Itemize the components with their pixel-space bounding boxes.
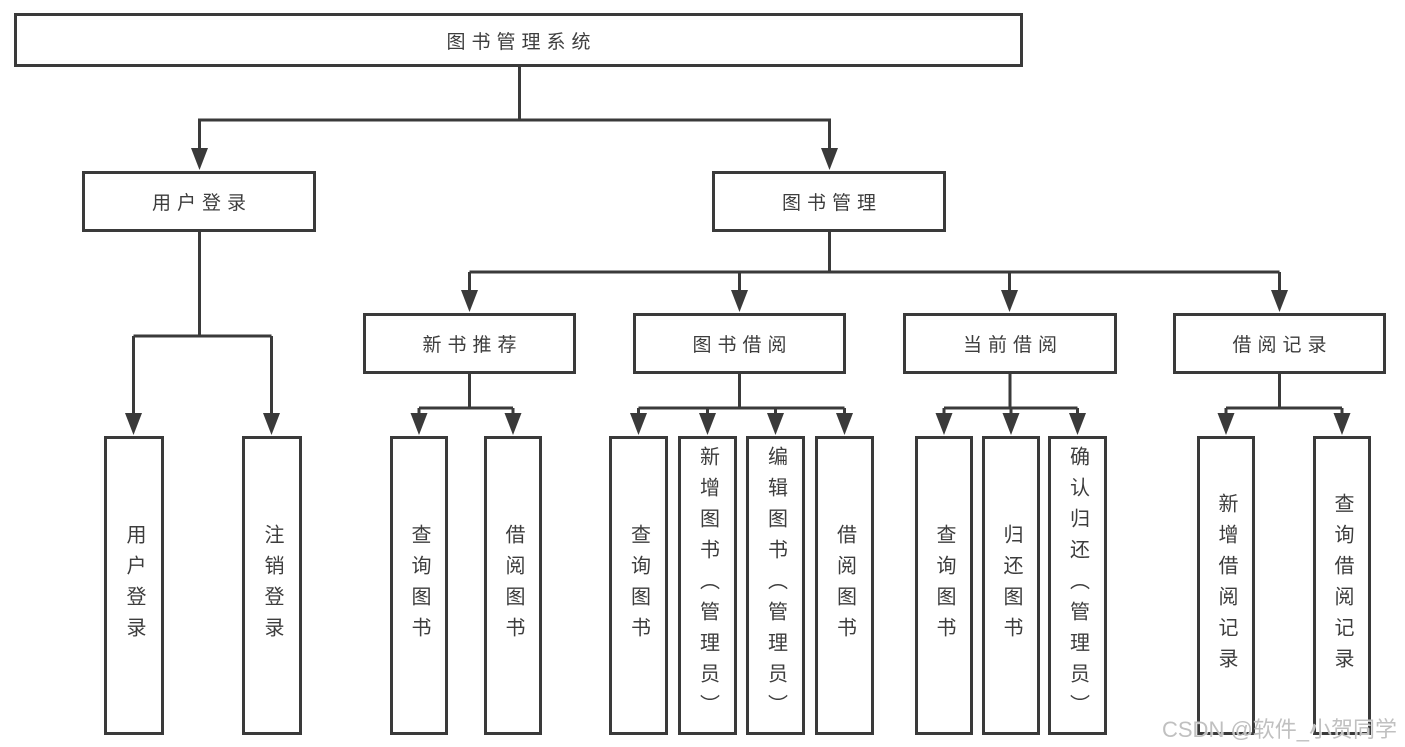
leaf-query-books-recommend: 查询图书: [390, 436, 448, 735]
leaf-label: 新增借阅记录: [1215, 492, 1237, 679]
leaf-return-books: 归还图书: [982, 436, 1040, 735]
node-book-borrowing: 图书借阅: [633, 313, 846, 374]
arrowhead: [821, 148, 838, 170]
arrowhead: [1069, 413, 1086, 435]
leaf-label: 用户登录: [123, 523, 145, 648]
arrowhead: [836, 413, 853, 435]
arrowhead: [263, 413, 280, 435]
arrowhead: [630, 413, 647, 435]
arrowhead: [191, 148, 208, 170]
leaf-edit-books-admin: 编辑图书（管理员）: [746, 436, 805, 735]
node-label: 图书管理: [781, 193, 882, 214]
leaf-label: 借阅图书: [502, 523, 524, 648]
leaf-add-borrow-record: 新增借阅记录: [1197, 436, 1255, 735]
arrowhead: [1002, 413, 1020, 435]
node-label: 图书借阅: [692, 335, 793, 356]
leaf-label: 查询图书: [933, 523, 955, 648]
arrowhead: [1333, 413, 1351, 435]
arrowhead: [1001, 290, 1018, 312]
leaf-label: 编辑图书（管理员）: [764, 446, 787, 725]
arrowhead: [410, 413, 428, 435]
node-label: 借阅记录: [1232, 335, 1333, 356]
leaf-label: 注销登录: [261, 523, 283, 648]
arrowhead: [461, 290, 478, 312]
leaf-label: 查询借阅记录: [1331, 492, 1353, 679]
leaf-query-borrow-record: 查询借阅记录: [1313, 436, 1371, 735]
node-label: 图书管理系统: [446, 31, 597, 53]
node-label: 当前借阅: [962, 335, 1063, 356]
arrowhead: [1271, 290, 1288, 312]
leaf-add-books-admin: 新增图书（管理员）: [678, 436, 737, 735]
leaf-query-books-borrowing: 查询图书: [609, 436, 668, 735]
arrowhead: [504, 413, 522, 435]
node-new-book-recommendation: 新书推荐: [363, 313, 576, 374]
arrowhead: [1217, 413, 1235, 435]
leaf-label: 归还图书: [1000, 523, 1022, 648]
node-user-login: 用户登录: [82, 171, 316, 232]
node-label: 新书推荐: [422, 335, 523, 356]
arrowhead: [767, 413, 784, 435]
node-book-management: 图书管理: [712, 171, 946, 232]
node-current-borrowing: 当前借阅: [903, 313, 1117, 374]
node-borrowing-records: 借阅记录: [1173, 313, 1386, 374]
leaf-borrow-books-recommend: 借阅图书: [484, 436, 542, 735]
arrowhead: [935, 413, 953, 435]
node-label: 用户登录: [151, 193, 252, 214]
leaf-confirm-return-admin: 确认归还（管理员）: [1048, 436, 1107, 735]
leaf-label: 借阅图书: [833, 523, 856, 648]
node-book-management-system: 图书管理系统: [14, 13, 1023, 67]
csdn-watermark: CSDN @软件_小贺同学: [1162, 717, 1398, 742]
leaf-label: 查询图书: [627, 523, 650, 648]
leaf-borrow-books-borrowing: 借阅图书: [815, 436, 874, 735]
arrowhead: [699, 413, 716, 435]
arrowhead: [731, 290, 748, 312]
leaf-label: 确认归还（管理员）: [1066, 446, 1089, 725]
leaf-query-books-current: 查询图书: [915, 436, 973, 735]
leaf-label: 查询图书: [408, 523, 430, 648]
leaf-user-login: 用户登录: [104, 436, 164, 735]
leaf-label: 新增图书（管理员）: [696, 446, 719, 725]
arrowhead: [125, 413, 142, 435]
leaf-logout: 注销登录: [242, 436, 302, 735]
